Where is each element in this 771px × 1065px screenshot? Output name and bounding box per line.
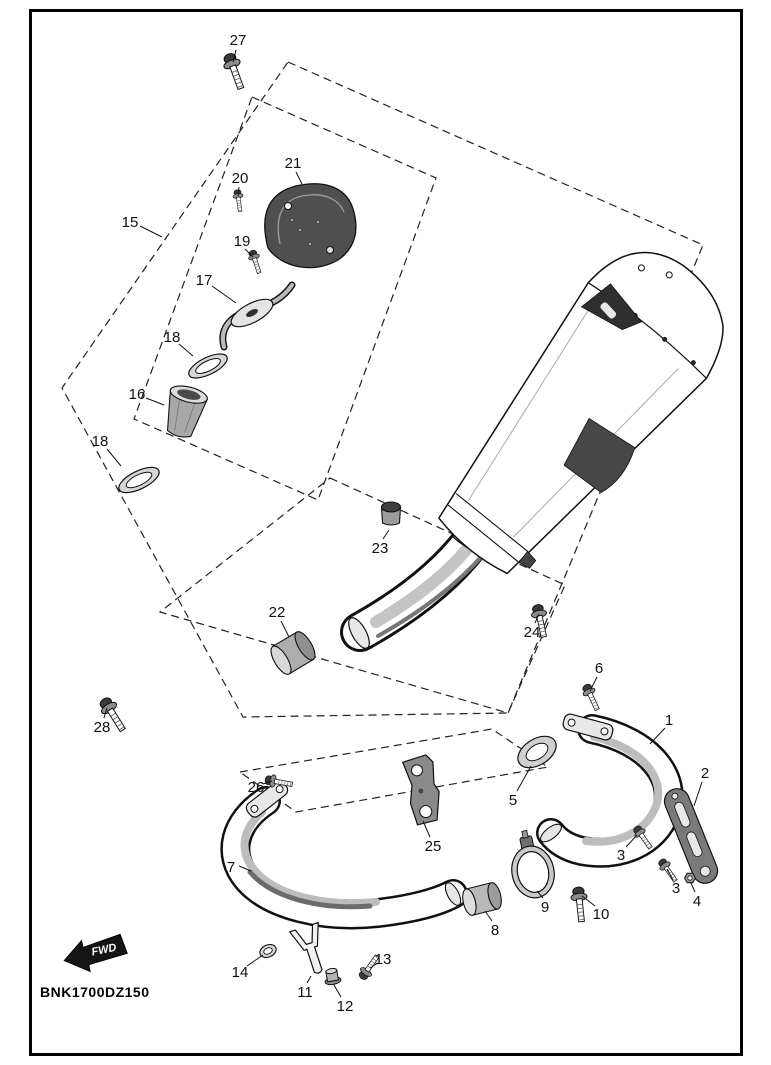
- callout-3[interactable]: 3: [666, 868, 680, 897]
- svg-text:18: 18: [92, 433, 109, 450]
- callout-6[interactable]: 6: [589, 660, 603, 692]
- svg-text:3: 3: [617, 847, 625, 864]
- bracket-25: [401, 754, 440, 826]
- fwd-direction-arrow: FWD: [63, 933, 128, 973]
- svg-text:3: 3: [672, 880, 680, 897]
- svg-text:16: 16: [129, 386, 146, 403]
- callout-13[interactable]: 13: [369, 951, 392, 969]
- callout-15[interactable]: 15: [122, 214, 163, 238]
- page-frame-border: [29, 9, 743, 1056]
- callout-9[interactable]: 9: [536, 890, 549, 916]
- callout-5[interactable]: 5: [509, 765, 532, 809]
- svg-text:8: 8: [491, 922, 499, 939]
- callout-21[interactable]: 21: [285, 155, 303, 185]
- svg-text:20: 20: [232, 170, 249, 187]
- callout-22[interactable]: 22: [269, 604, 290, 638]
- muffler-silencer: [437, 251, 724, 575]
- callout-3[interactable]: 3: [617, 834, 638, 864]
- heat-shield-21: [264, 183, 357, 269]
- inner-pipe-16: [166, 385, 209, 438]
- svg-text:21: 21: [285, 155, 302, 172]
- nut-12: [324, 967, 342, 986]
- callout-27[interactable]: 27: [230, 32, 247, 63]
- fwd-label: FWD: [91, 942, 118, 959]
- callout-11[interactable]: 11: [297, 975, 313, 1001]
- exhaust-pipe-1: [536, 713, 684, 868]
- callout-12[interactable]: 12: [333, 984, 354, 1015]
- callout-20[interactable]: 20: [232, 170, 249, 197]
- callout-1[interactable]: 1: [649, 712, 673, 745]
- callout-19[interactable]: 19: [234, 233, 254, 258]
- callout-24[interactable]: 24: [524, 613, 541, 641]
- callout-2[interactable]: 2: [693, 765, 709, 807]
- callout-28[interactable]: 28: [94, 707, 111, 736]
- fork-stay-11: [288, 921, 323, 974]
- pipe-stay-17: [219, 281, 296, 351]
- callout-25[interactable]: 25: [422, 820, 442, 855]
- svg-text:18: 18: [164, 329, 181, 346]
- svg-text:15: 15: [122, 214, 139, 231]
- svg-text:12: 12: [337, 998, 354, 1015]
- nut-4: [683, 872, 697, 884]
- callout-16[interactable]: 16: [129, 386, 165, 406]
- mid-pipe: [340, 522, 491, 652]
- svg-text:2: 2: [701, 765, 709, 782]
- svg-text:19: 19: [234, 233, 251, 250]
- svg-text:28: 28: [94, 719, 111, 736]
- exhaust-gasket-5: [517, 735, 557, 769]
- svg-text:10: 10: [593, 906, 610, 923]
- svg-text:9: 9: [541, 899, 549, 916]
- mount-damper-23: [380, 501, 402, 526]
- callout-7[interactable]: 7: [227, 859, 252, 876]
- svg-text:25: 25: [425, 838, 442, 855]
- callout-4[interactable]: 4: [690, 882, 701, 910]
- bolt-10: [569, 885, 591, 923]
- gasket-18a: [188, 353, 228, 379]
- callout-8[interactable]: 8: [484, 910, 499, 939]
- svg-text:1: 1: [665, 712, 673, 729]
- bolt-6: [579, 681, 604, 713]
- joint-sleeve-22: [270, 631, 316, 675]
- exhaust-pipe-7: [220, 780, 468, 930]
- muffler-hanger-bracket: [580, 283, 643, 331]
- gasket-18b: [118, 466, 160, 494]
- callout-17[interactable]: 17: [196, 272, 237, 304]
- joint-sleeve-8: [462, 882, 502, 916]
- callout-26[interactable]: 26: [248, 779, 273, 796]
- svg-text:4: 4: [693, 893, 701, 910]
- svg-text:13: 13: [375, 951, 392, 968]
- svg-text:17: 17: [196, 272, 213, 289]
- callout-18[interactable]: 18: [92, 433, 122, 467]
- callout-18[interactable]: 18: [164, 329, 194, 357]
- svg-text:26: 26: [248, 779, 265, 796]
- svg-text:27: 27: [230, 32, 247, 49]
- svg-text:24: 24: [524, 624, 541, 641]
- svg-text:7: 7: [227, 859, 235, 876]
- part-code-text: BNK1700DZ150: [40, 984, 150, 1000]
- svg-text:6: 6: [595, 660, 603, 677]
- pipe-clamp-9: [511, 829, 555, 899]
- svg-text:22: 22: [269, 604, 286, 621]
- callout-14[interactable]: 14: [232, 954, 264, 981]
- svg-text:23: 23: [372, 540, 389, 557]
- stay-bracket-2: [663, 788, 719, 884]
- svg-text:14: 14: [232, 964, 249, 981]
- callout-10[interactable]: 10: [581, 895, 610, 923]
- callout-23[interactable]: 23: [372, 529, 390, 557]
- gasket-ring-14: [259, 943, 277, 959]
- svg-text:11: 11: [297, 984, 313, 1001]
- svg-text:5: 5: [509, 792, 517, 809]
